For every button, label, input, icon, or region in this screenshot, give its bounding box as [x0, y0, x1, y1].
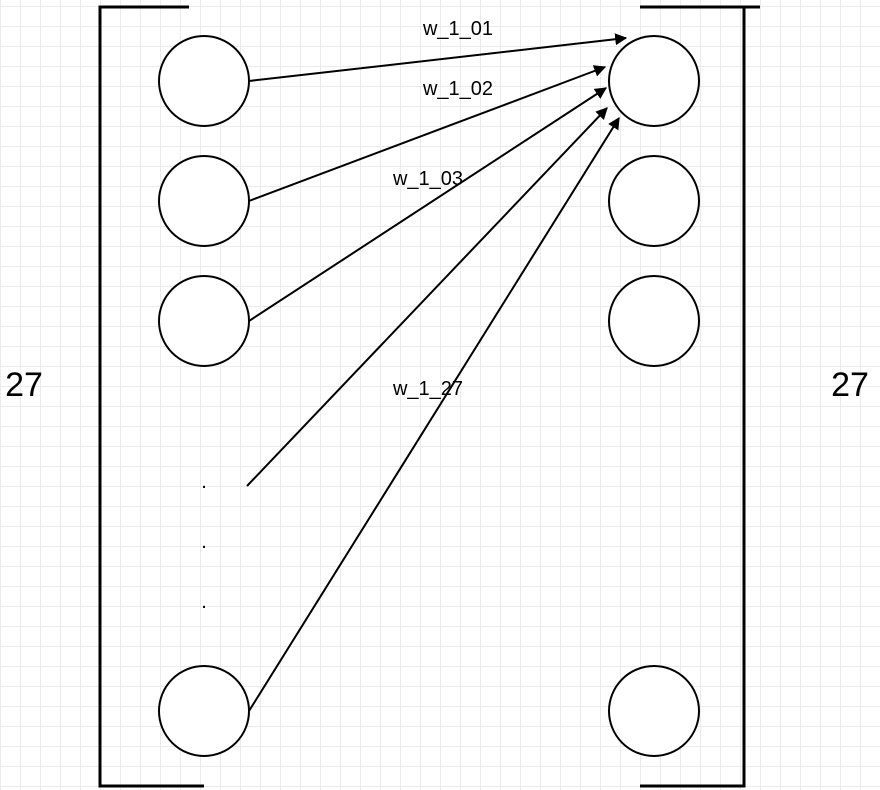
- ellipsis-dot-1: .: [201, 471, 207, 493]
- output-layer-bracket: [640, 5, 760, 788]
- input-neuron-3: [158, 275, 250, 367]
- output-neuron-27: [608, 665, 700, 757]
- output-layer-size-label: 27: [831, 366, 869, 404]
- ellipsis-dot-3: .: [201, 591, 207, 613]
- weight-edge-w27: [248, 116, 620, 712]
- weight-label-w01: w_1_01: [422, 18, 493, 40]
- weight-label-w02: w_1_02: [422, 78, 493, 100]
- input-neuron-1: [158, 35, 250, 127]
- input-neuron-2: [158, 155, 250, 247]
- input-layer-size-label: 27: [5, 366, 43, 404]
- output-neuron-1: [608, 35, 700, 127]
- input-layer-bracket: [98, 5, 204, 788]
- weight-edge-w02: [248, 65, 607, 202]
- output-neuron-2: [608, 155, 700, 247]
- weight-label-w27: w_1_27: [392, 378, 463, 400]
- weight-edge-w03: [248, 87, 608, 322]
- output-neuron-3: [608, 275, 700, 367]
- weight-edge-partial: [246, 107, 608, 487]
- input-neuron-27: [158, 665, 250, 757]
- ellipsis-dot-2: .: [201, 531, 207, 553]
- weight-label-w03: w_1_03: [392, 168, 463, 190]
- weight-edge-w01: [248, 33, 628, 82]
